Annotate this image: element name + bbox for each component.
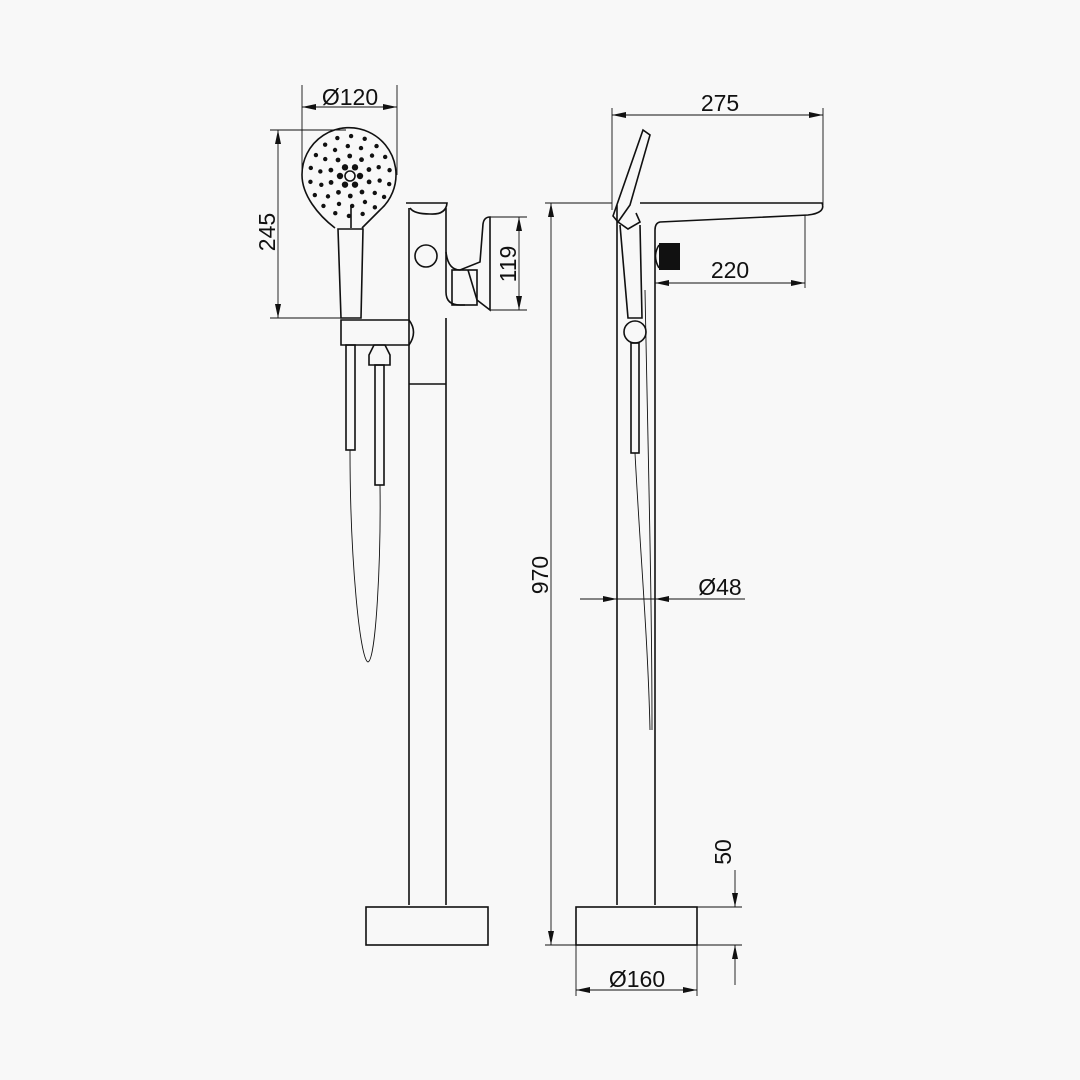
nozzle-dot [366, 167, 372, 172]
nozzle-dot [318, 169, 323, 174]
nozzle-dot [328, 180, 334, 185]
nozzle-dot [382, 154, 388, 160]
nozzle-dot [335, 135, 340, 141]
nozzle-dot [351, 181, 359, 188]
nozzle-dot [322, 142, 328, 147]
dim-base-diameter: Ø160 [609, 966, 665, 992]
nozzle-dot [347, 193, 353, 199]
hose-right [374, 364, 385, 486]
nozzle-dot [312, 192, 318, 198]
spout [640, 202, 824, 231]
nozzle-dot [332, 147, 338, 153]
nozzle-dot [359, 189, 365, 195]
nozzle-dot [356, 172, 364, 180]
nozzle-dot [328, 167, 334, 173]
nozzle-dot [321, 203, 326, 209]
column-side [616, 205, 656, 905]
nozzle-dot [323, 156, 328, 162]
diverter-knob [414, 244, 438, 268]
dim-total-height: 970 [527, 556, 553, 594]
side-view: 275 220 970 Ø48 50 Ø160 [527, 90, 824, 996]
nozzle-dot [376, 165, 381, 170]
nozzle-dot [360, 211, 365, 217]
lever-handle [445, 216, 491, 312]
nozzle-dot [313, 152, 319, 158]
nozzle-dot [345, 143, 351, 149]
dim-head-diameter: Ø120 [322, 84, 378, 110]
dim-total-reach: 275 [701, 90, 739, 116]
lever-block [659, 243, 680, 270]
base-plate [365, 906, 489, 946]
nozzle-dot [372, 205, 378, 210]
nozzle-dot [336, 172, 344, 180]
nozzle-dot [358, 145, 364, 151]
holder-bracket [340, 319, 415, 346]
nozzle-dot [362, 199, 368, 205]
nozzle-dot [325, 194, 331, 199]
nozzle-dot [377, 178, 382, 183]
hose-connector [368, 344, 391, 366]
nozzle-dot [308, 179, 313, 185]
nozzle-dot [319, 182, 324, 187]
front-view: Ø120 245 119 [254, 84, 527, 946]
nozzle-dot [333, 210, 338, 216]
dim-base-height: 50 [710, 839, 736, 865]
nozzle-dot [347, 153, 353, 159]
nozzle-dot [335, 157, 341, 163]
nozzle-dots [308, 133, 392, 219]
handshower-handle [337, 228, 364, 319]
dim-lever-height: 119 [495, 246, 521, 283]
dim-column-diameter: Ø48 [698, 574, 741, 600]
handshower-side [612, 128, 651, 230]
nozzle-dot [351, 164, 359, 171]
nozzle-dot [336, 201, 342, 207]
nozzle-dot [374, 143, 379, 149]
nozzle-dot [372, 190, 377, 196]
nozzle-dot [387, 167, 392, 173]
nozzle-dot [341, 164, 349, 171]
hose-side [630, 342, 640, 454]
column [408, 208, 465, 905]
base-plate-side [575, 906, 698, 946]
nozzle-dot [362, 136, 367, 142]
hose-left [345, 344, 356, 451]
nozzle-dot [341, 181, 349, 188]
nozzle-dot [336, 189, 341, 195]
nozzle-dot [348, 133, 354, 139]
nozzle-dot [369, 153, 375, 158]
dim-spout-reach: 220 [711, 257, 749, 283]
nozzle-dot [386, 181, 392, 187]
hose-loop [349, 449, 381, 663]
dim-handshower-length: 245 [254, 213, 280, 251]
spout-top [406, 202, 448, 215]
handshower-head [301, 126, 397, 229]
nozzle-dot [366, 179, 372, 185]
nozzle-dot [346, 213, 352, 219]
nozzle-dot [381, 194, 387, 200]
nozzle-dot [308, 165, 314, 171]
nozzle-dot [359, 157, 364, 163]
